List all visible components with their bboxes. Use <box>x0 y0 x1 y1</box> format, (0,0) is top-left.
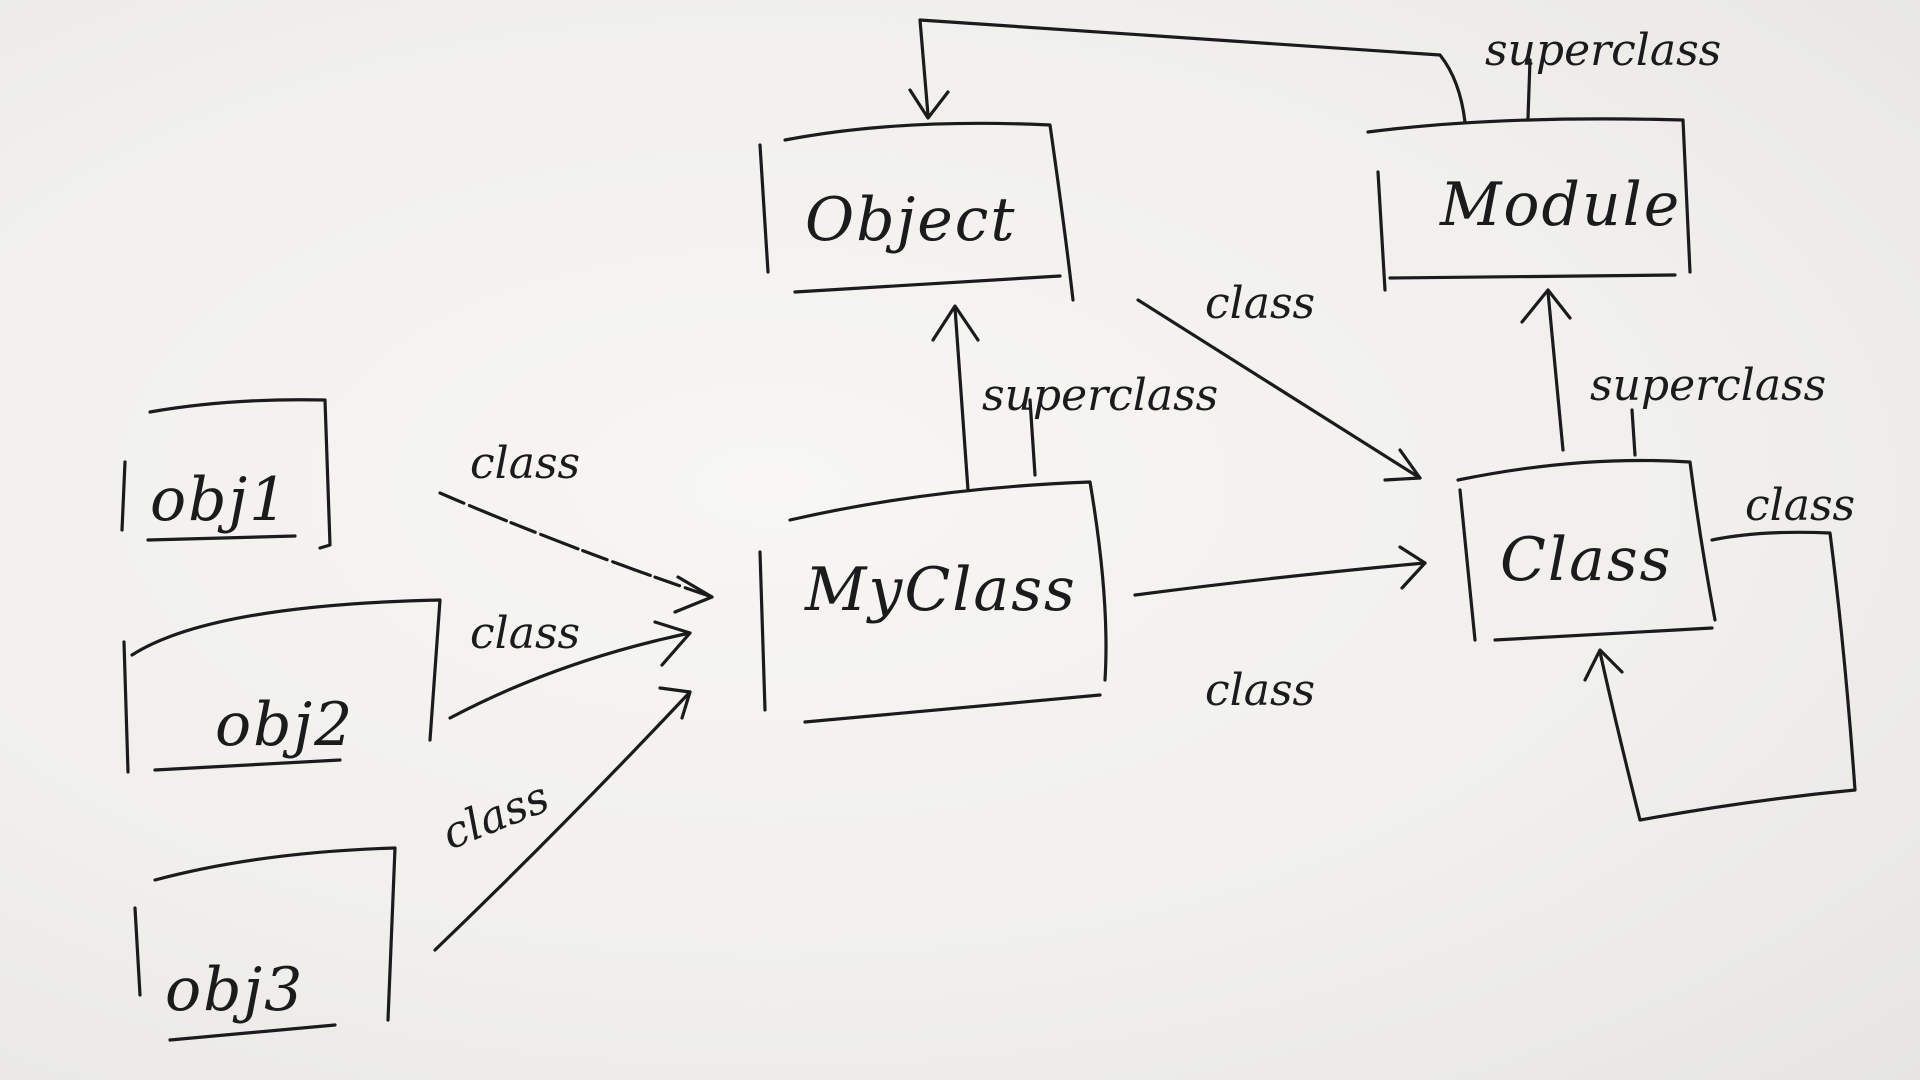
edge-class-self: class <box>1583 480 1857 822</box>
edge-label-class-module: superclass <box>1590 360 1826 411</box>
node-object: Object <box>758 121 1075 302</box>
edge-module-object: superclass <box>908 18 1721 124</box>
node-label-object: Object <box>805 185 1016 255</box>
node-label-obj2: obj2 <box>215 690 354 760</box>
edge-label-myclass-class: class <box>1205 665 1315 716</box>
node-myclass: MyClass <box>758 480 1108 724</box>
edge-label-class-self: class <box>1745 480 1855 531</box>
node-obj1: obj1 <box>120 398 332 550</box>
node-label-myclass: MyClass <box>804 555 1077 625</box>
edge-label-myclass-object: superclass <box>982 370 1218 421</box>
edge-label-object-class: class <box>1205 278 1315 329</box>
edge-myclass-class: class <box>1133 545 1427 716</box>
edge-class-module: superclass <box>1520 288 1826 457</box>
node-module: Module <box>1366 117 1692 292</box>
edge-label-module-object: superclass <box>1485 25 1721 76</box>
node-label-obj3: obj3 <box>165 955 304 1025</box>
edge-obj3-myclass: class <box>433 686 692 952</box>
edge-label-obj2-myclass: class <box>470 608 580 659</box>
edge-obj1-myclass: class <box>438 438 714 614</box>
node-label-obj1: obj1 <box>150 465 289 535</box>
edge-object-class: class <box>1136 278 1422 482</box>
node-label-module: Module <box>1439 170 1681 240</box>
node-obj3: obj3 <box>133 846 397 1042</box>
node-class: Class <box>1456 458 1717 642</box>
node-obj2: obj2 <box>122 598 442 774</box>
node-label-class: Class <box>1500 525 1672 595</box>
edge-myclass-object: superclass <box>931 304 1218 492</box>
edge-label-obj1-myclass: class <box>470 438 580 489</box>
edge-obj2-myclass: class <box>448 608 692 720</box>
